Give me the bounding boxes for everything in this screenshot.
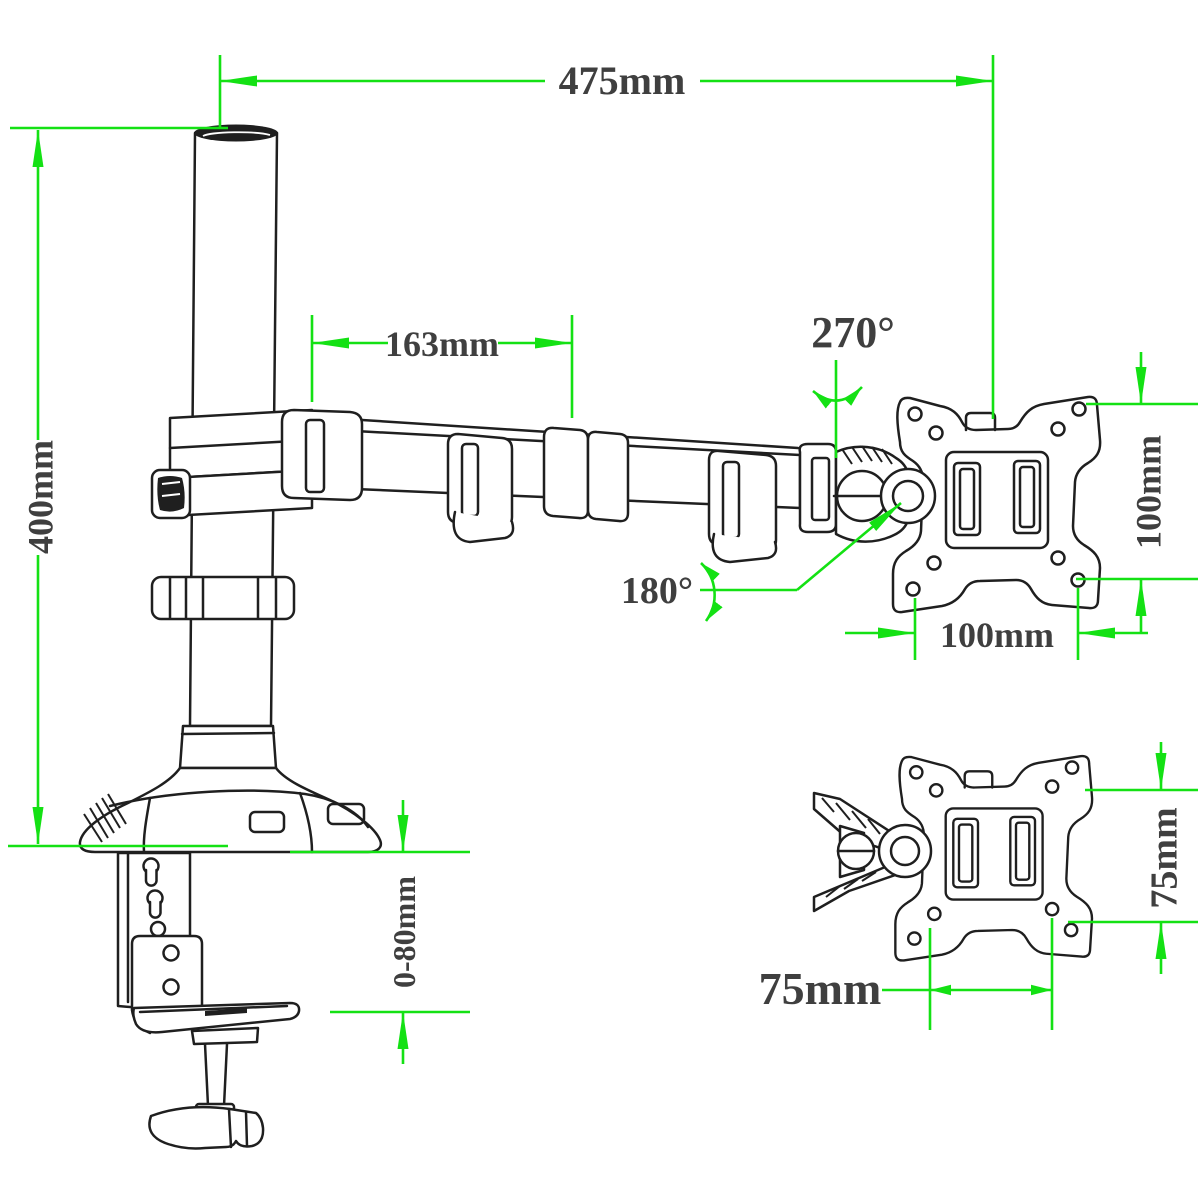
clamp-pad bbox=[132, 1001, 301, 1046]
angle-180-label: 180° bbox=[621, 570, 693, 612]
dim-475mm-label: 475mm bbox=[559, 58, 686, 103]
tension-knob bbox=[157, 476, 185, 512]
pole-ring bbox=[150, 575, 296, 621]
dimension-100mm-horizontal: 100mm bbox=[845, 588, 1148, 660]
dim-400mm-label: 400mm bbox=[21, 440, 61, 554]
fork-head bbox=[812, 791, 933, 913]
arm-socket bbox=[280, 408, 364, 502]
dim-0-80mm-label: 0-80mm bbox=[386, 876, 422, 988]
elbow-hatch bbox=[841, 445, 893, 465]
dim-100mm-horizontal-label: 100mm bbox=[940, 615, 1054, 655]
pole-collar bbox=[150, 408, 314, 520]
dim-100mm-vertical-label: 100mm bbox=[1129, 435, 1169, 549]
cable-clips bbox=[446, 426, 778, 564]
keyhole-slots bbox=[142, 857, 167, 938]
clamp-knob bbox=[148, 1105, 265, 1150]
dim-75mm-horizontal-label: 75mm bbox=[759, 963, 882, 1014]
rotation-270: 270° bbox=[811, 308, 895, 458]
cable-clip bbox=[707, 449, 778, 564]
dim-75mm-vertical-label: 75mm bbox=[1143, 807, 1185, 908]
dimension-75mm-vertical: 75mm bbox=[1068, 742, 1198, 974]
dimension-400mm: 400mm bbox=[8, 126, 228, 848]
cable-clip bbox=[542, 426, 630, 523]
fork-hatch bbox=[821, 797, 881, 835]
dimension-100mm-vertical: 100mm bbox=[1076, 352, 1198, 633]
cable-clip bbox=[446, 432, 515, 544]
dimension-163mm: 163mm bbox=[310, 315, 574, 418]
base-rim-hatch bbox=[83, 793, 127, 843]
dim-163mm-label: 163mm bbox=[385, 324, 499, 364]
dimension-0-80mm: 0-80mm bbox=[290, 800, 470, 1064]
angle-270-label: 270° bbox=[811, 308, 895, 357]
desk-clamp bbox=[116, 851, 301, 1150]
fork-hatch bbox=[825, 871, 877, 898]
dimension-75mm-horizontal: 75mm bbox=[759, 918, 1054, 1030]
base-cone bbox=[78, 724, 383, 854]
rotation-180: 180° bbox=[621, 502, 902, 622]
dimension-475mm: 475mm bbox=[218, 55, 995, 419]
